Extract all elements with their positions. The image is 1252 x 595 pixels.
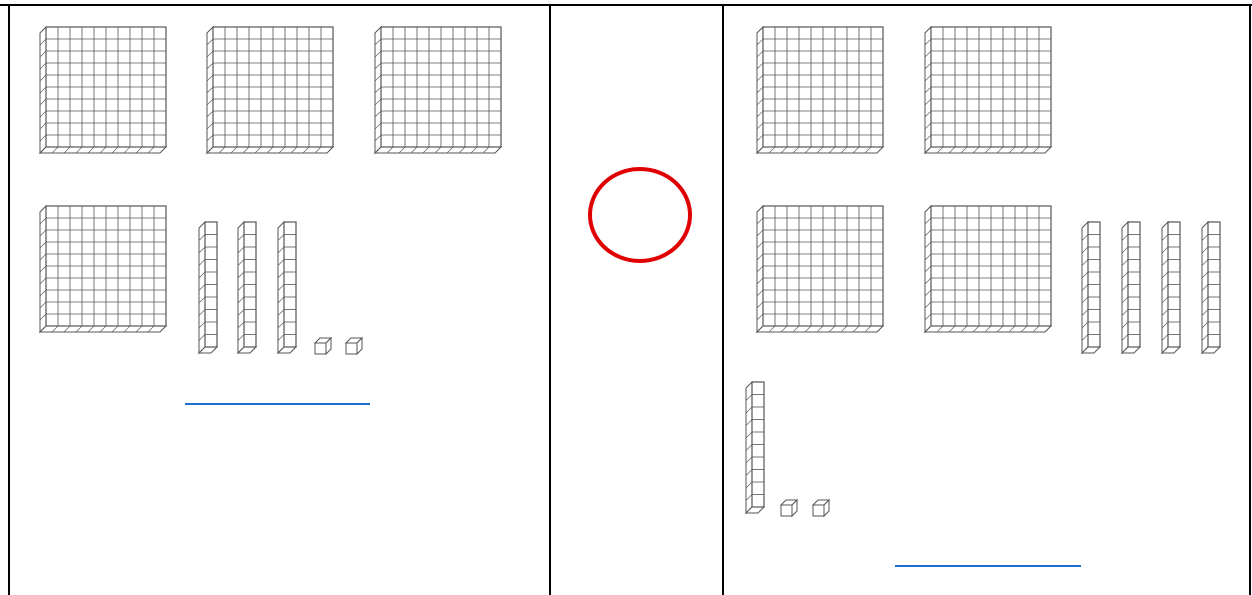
ten-rod — [1122, 222, 1140, 353]
hundred-block — [757, 27, 883, 153]
ten-rod — [1202, 222, 1220, 353]
ten-rod — [199, 222, 217, 353]
hundred-block — [40, 27, 166, 153]
left-ones-group — [315, 338, 362, 354]
hundred-block — [925, 206, 1051, 332]
hundred-block — [207, 27, 333, 153]
left-hundreds-group — [40, 27, 501, 332]
left-tens-group — [199, 222, 296, 353]
unit-cube — [781, 500, 797, 516]
unit-cube — [315, 338, 331, 354]
unit-cube — [813, 500, 829, 516]
ten-rod — [238, 222, 256, 353]
table-frame — [0, 5, 1252, 595]
left-panel — [40, 27, 501, 404]
hundred-block — [40, 206, 166, 332]
right-hundreds-group — [757, 27, 1051, 332]
ten-rod — [278, 222, 296, 353]
unit-cube — [346, 338, 362, 354]
right-ones-group — [781, 500, 829, 516]
ten-rod — [1162, 222, 1180, 353]
ten-rod — [746, 382, 764, 513]
hundred-block — [757, 206, 883, 332]
hundred-block — [925, 27, 1051, 153]
right-panel — [746, 27, 1220, 566]
comparison-panel — [590, 169, 690, 261]
ten-rod — [1082, 222, 1100, 353]
comparison-circle[interactable] — [590, 169, 690, 261]
hundred-block — [375, 27, 501, 153]
